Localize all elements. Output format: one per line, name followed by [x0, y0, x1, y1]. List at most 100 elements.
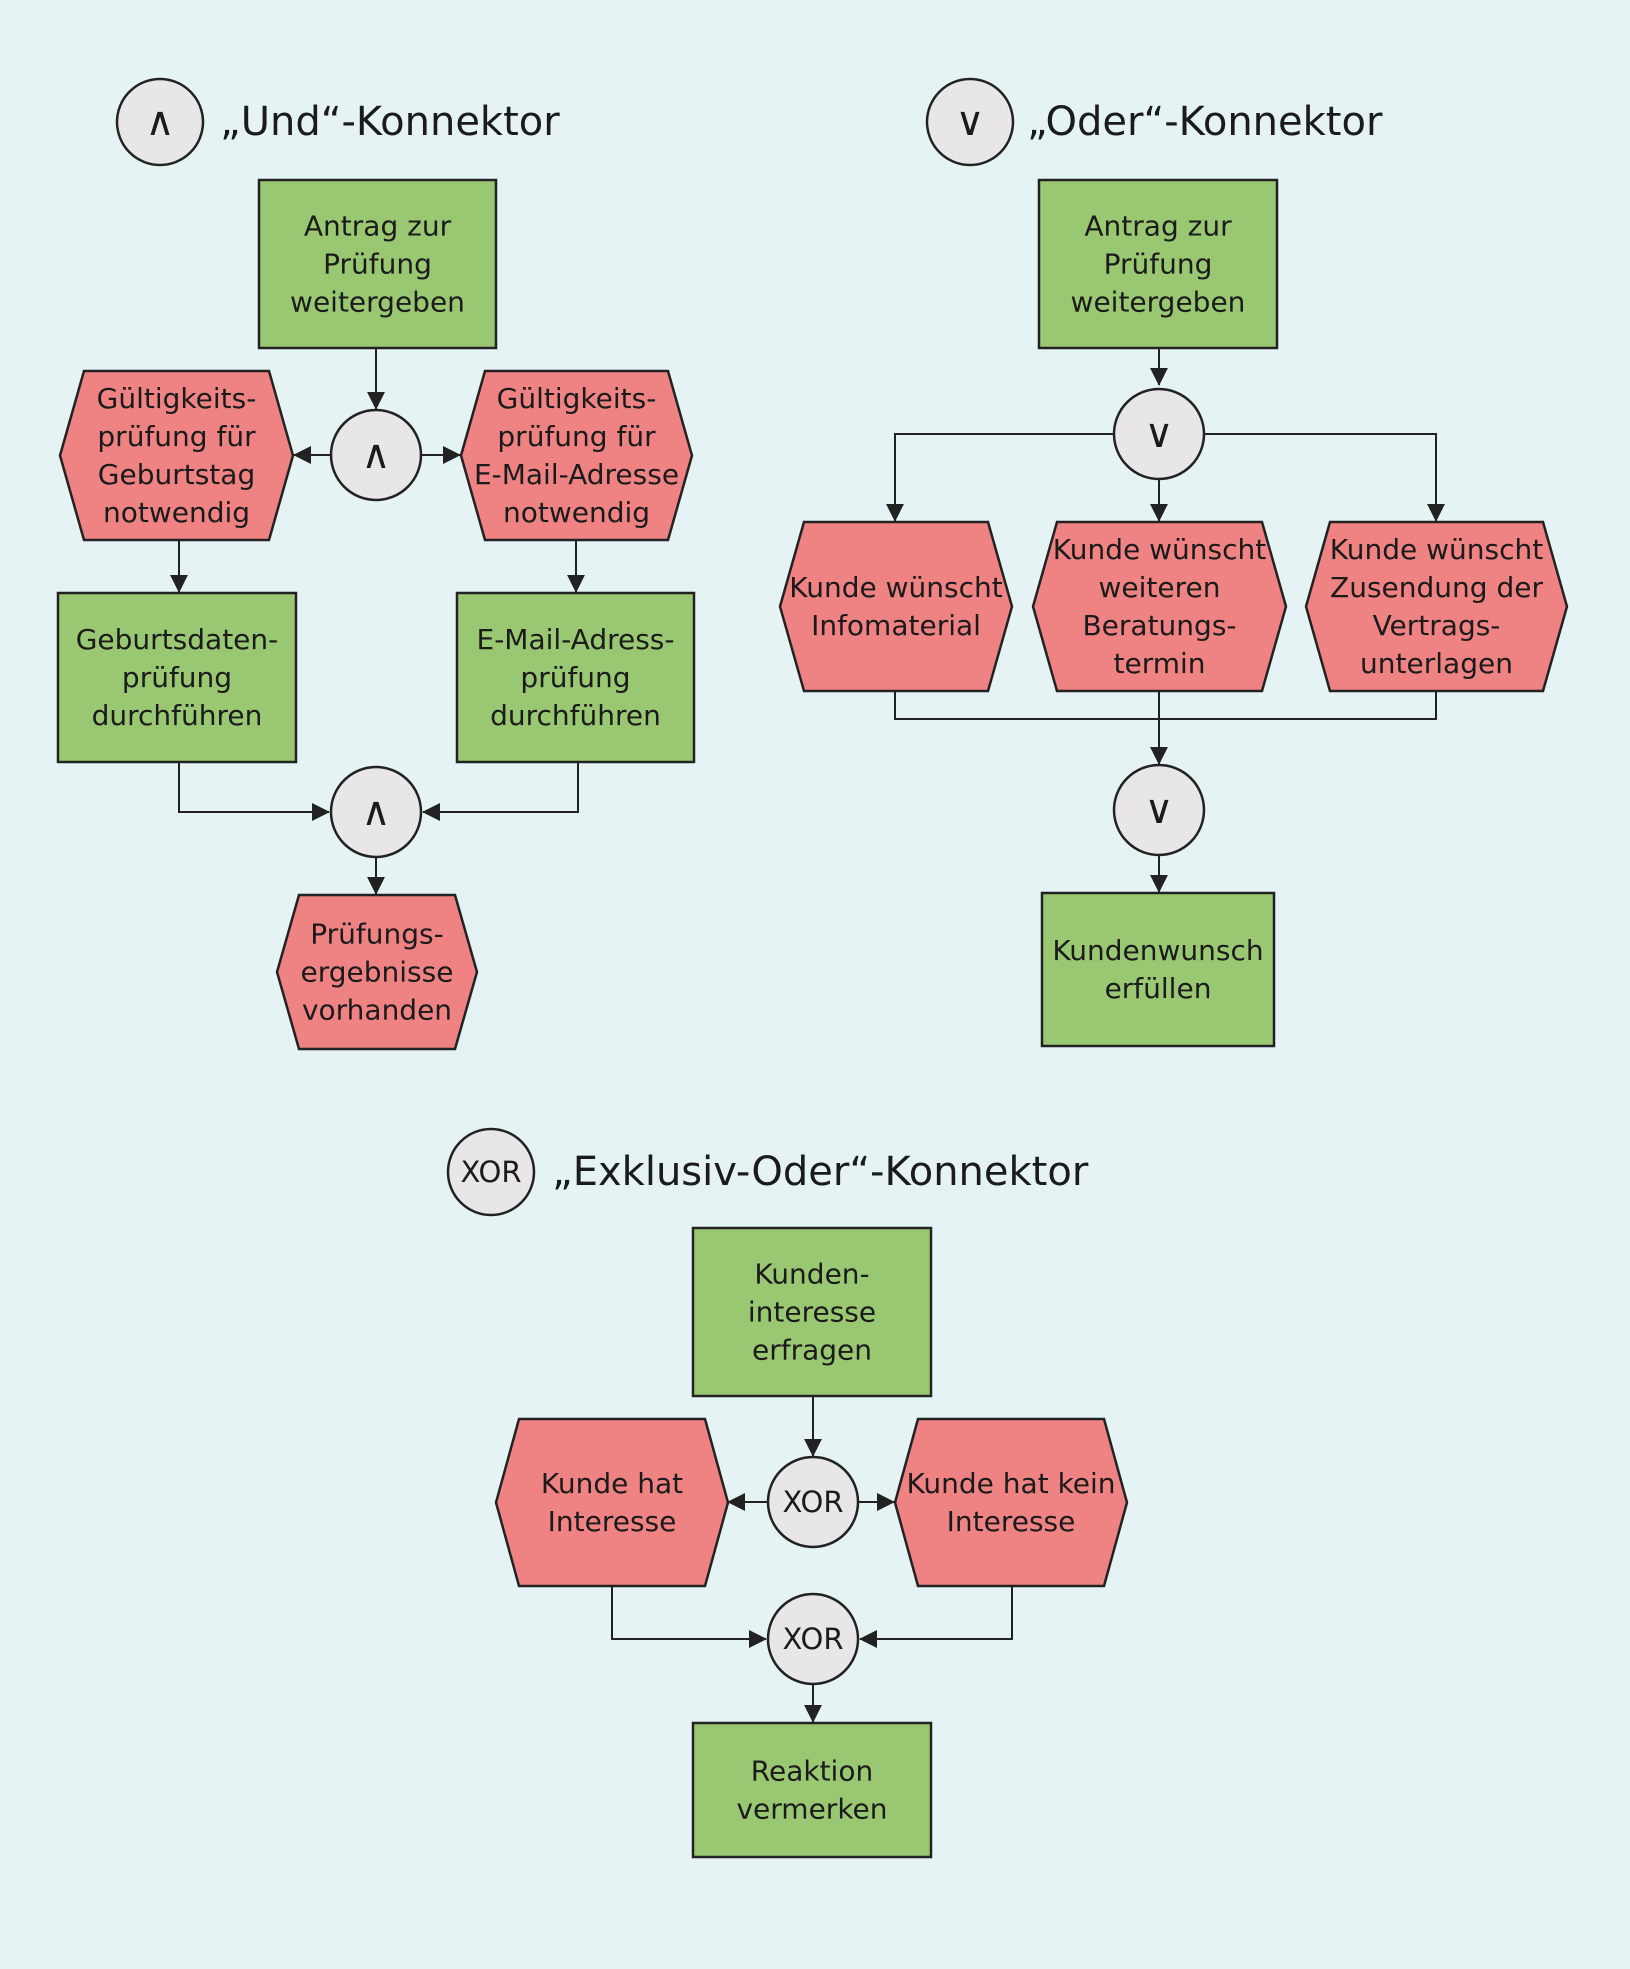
function-and-left-box: [56, 591, 298, 764]
title-and-text: „Und“-Konnektor: [220, 99, 560, 145]
connector-and-join-symbol: ∧: [361, 789, 390, 835]
function-or-result-box: [1040, 891, 1276, 1048]
edge-or-split-to-event-1: [886, 433, 1114, 522]
function-and-left-label-line: durchführen: [92, 699, 263, 732]
function-xor-result-label-line: vermerken: [736, 1793, 887, 1826]
connector-and-join: ∧: [329, 765, 423, 859]
legend-xor-connector: [446, 1127, 536, 1217]
event-and-left-label-line: notwendig: [103, 496, 250, 529]
function-or-start-label-line: Prüfung: [1104, 248, 1213, 281]
event-and-right-label-line: Gültigkeits-: [497, 382, 657, 415]
connector-or-join-circle: [1112, 763, 1206, 857]
event-and-left-label-line: prüfung für: [97, 420, 256, 453]
event-xor-left-label-line: Kunde hat: [541, 1467, 683, 1500]
event-and-left-label-line: Geburtstag: [98, 458, 255, 491]
edge-and-right-func-to-join: [422, 762, 579, 821]
event-or-1-label-line: Kunde wünscht: [789, 571, 1002, 604]
event-or-2-label-line: Kunde wünscht: [1053, 533, 1266, 566]
function-and-left-label-line: Geburtsdaten-: [76, 623, 279, 656]
edge-and-left-func-to-join: [178, 762, 330, 821]
legend-or-symbol: ∨: [955, 99, 984, 145]
event-and-result-hexagon: [275, 893, 479, 1051]
event-and-right-label-line: notwendig: [503, 496, 650, 529]
event-or-2-label-line: Beratungs-: [1082, 609, 1236, 642]
edge-or-events-merge: [894, 691, 1437, 720]
function-xor-result-box: [691, 1721, 933, 1859]
event-and-right-hexagon: [459, 369, 694, 542]
function-and-start-label-line: Antrag zur: [304, 210, 452, 243]
function-and-start-label-line: Prüfung: [323, 248, 432, 281]
title-xor-text: „Exklusiv-Oder“-Konnektor: [552, 1149, 1089, 1195]
event-or-3-label-line: Kunde wünscht: [1330, 533, 1543, 566]
function-xor-start-label-line: interesse: [748, 1296, 876, 1329]
function-and-left-label-line: prüfung: [122, 661, 232, 694]
connector-xor-join-circle: [766, 1592, 860, 1686]
function-or-start-label-line: weitergeben: [1071, 286, 1246, 319]
function-and-start-box: [257, 178, 498, 350]
connector-xor-split: XOR: [766, 1455, 860, 1549]
connector-and-split-circle: [329, 408, 423, 502]
function-xor-start-label-line: erfragen: [752, 1334, 872, 1367]
connector-and-join-circle: [329, 765, 423, 859]
event-or-1-hexagon: [778, 520, 1014, 693]
event-and-result-label-line: vorhanden: [302, 994, 452, 1027]
connectors: ∧ ∧ ∨ ∨ XOR XOR: [329, 387, 1206, 1686]
event-or-1-label-line: Infomaterial: [811, 609, 981, 642]
event-xor-right-hexagon: [893, 1417, 1129, 1588]
event-xor-right-label-line: Kunde hat kein: [906, 1467, 1115, 1500]
function-xor-start-box: [691, 1226, 933, 1398]
connector-and-split: ∧: [329, 408, 423, 502]
function-or-result-label-line: erfüllen: [1105, 972, 1212, 1005]
title-xor: XOR „Exklusiv-Oder“-Konnektor: [446, 1127, 1089, 1217]
connector-and-split-symbol: ∧: [361, 432, 390, 478]
event-or-3-label-line: Vertrags-: [1373, 609, 1501, 642]
connector-or-join: ∨: [1112, 763, 1206, 857]
event-and-left-label-line: Gültigkeits-: [97, 382, 257, 415]
event-or-2-label-line: weiteren: [1099, 571, 1221, 604]
function-or-result: Kundenwunsch erfüllen: [1040, 891, 1276, 1048]
function-or-result-label-line: Kundenwunsch: [1052, 934, 1263, 967]
connector-xor-split-symbol: XOR: [783, 1485, 844, 1519]
connector-or-split-circle: [1112, 387, 1206, 481]
connector-xor-join-symbol: XOR: [783, 1622, 844, 1656]
function-or-start-label-line: Antrag zur: [1084, 210, 1232, 243]
title-or-text: „Oder“-Konnektor: [1027, 99, 1383, 145]
function-and-right-label-line: prüfung: [520, 661, 630, 694]
event-xor-left-hexagon: [494, 1417, 730, 1588]
function-and-right-box: [455, 591, 696, 764]
function-and-right-label-line: E-Mail-Adress-: [477, 623, 675, 656]
function-xor-start-label-line: Kunden-: [754, 1258, 869, 1291]
event-xor-right-label-line: Interesse: [947, 1505, 1076, 1538]
event-and-result-label-line: Prüfungs-: [310, 918, 443, 951]
event-and-right-label-line: E-Mail-Adresse: [474, 458, 679, 491]
title-or: ∨ „Oder“-Konnektor: [925, 77, 1383, 167]
event-and-right-label-line: prüfung für: [497, 420, 656, 453]
event-or-3-label-line: unterlagen: [1360, 647, 1513, 680]
edges: [170, 348, 1445, 1723]
legend-or-connector: [925, 77, 1015, 167]
edge-xor-right-event-to-join: [859, 1586, 1013, 1648]
function-xor-start: Kunden-interesse erfragen: [691, 1226, 933, 1398]
connector-or-split-symbol: ∨: [1144, 411, 1173, 457]
title-and: ∧ „Und“-Konnektor: [115, 77, 560, 167]
event-or-3-label-line: Zusendung der: [1330, 571, 1543, 604]
event-or-2-hexagon: [1031, 520, 1288, 693]
legend-and-connector: [115, 77, 205, 167]
function-and-left: Geburtsdaten-prüfung durchführen: [56, 591, 298, 764]
event-or-2-label-line: termin: [1113, 647, 1205, 680]
function-and-start-label-line: weitergeben: [290, 286, 465, 319]
event-xor-left-label-line: Interesse: [548, 1505, 677, 1538]
